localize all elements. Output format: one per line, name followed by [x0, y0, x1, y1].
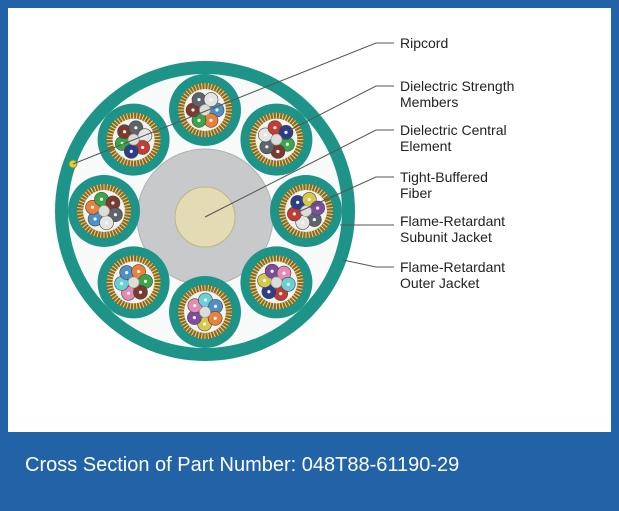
fiber-core: [273, 126, 277, 130]
label-fiber-line1: Tight-Buffered: [400, 169, 488, 185]
fiber-core: [262, 278, 267, 283]
fiber-core: [125, 270, 129, 275]
yarn-texture: [77, 184, 131, 238]
fiber-core: [285, 142, 290, 146]
label-central-line1: Dielectric Central: [400, 122, 507, 138]
label-central-line2: Element: [400, 138, 451, 154]
fiber-core: [193, 304, 197, 308]
subunit: [68, 175, 140, 247]
fiber-core: [203, 298, 208, 302]
label-ripcord: Ripcord: [400, 35, 448, 51]
leader-central: [204, 129, 394, 218]
yarn-texture: [178, 83, 232, 137]
subunits-group: [68, 74, 342, 348]
fiber-core: [270, 269, 274, 273]
fiber-core: [276, 149, 280, 154]
fiber-core: [284, 130, 288, 134]
subunit-center: [127, 276, 140, 289]
subunit: [240, 103, 313, 176]
fiber-core: [265, 145, 269, 149]
caption-text: Cross Section of Part Number: 048T88-611…: [25, 454, 460, 476]
fiber-core: [213, 304, 218, 308]
fiber-core: [301, 220, 305, 225]
caption-bar: Cross Section of Part Number: 048T88-611…: [8, 432, 611, 503]
fiber-core: [113, 213, 118, 217]
fiber-core: [111, 201, 115, 205]
fiber-core: [134, 126, 138, 130]
fiber-core: [99, 197, 104, 201]
fiber-core: [312, 218, 316, 222]
leader-ripcord: [72, 42, 394, 165]
subunit: [97, 246, 170, 319]
subunit: [169, 276, 241, 348]
label-subunit-line1: Flame-Retardant: [400, 213, 505, 229]
yarn-texture: [178, 285, 232, 339]
label-strength-line2: Members: [400, 94, 458, 110]
fiber-core: [137, 269, 141, 274]
fiber-core: [202, 322, 207, 326]
subunit: [240, 246, 313, 319]
fiber-core: [192, 316, 197, 320]
subunit-center: [270, 133, 283, 146]
fiber-core: [292, 212, 296, 216]
fiber-core: [209, 118, 213, 122]
fiber-core: [120, 281, 124, 286]
fiber-core: [263, 133, 267, 137]
fiber-core: [197, 118, 201, 122]
yarn-texture: [279, 184, 333, 238]
fiber-core: [296, 200, 300, 204]
leader-fiber: [295, 176, 394, 214]
fiber-core: [122, 130, 127, 134]
fiber-core: [143, 279, 148, 283]
fiber-core: [213, 316, 217, 320]
fiber-core: [129, 149, 133, 153]
fiber-core: [93, 217, 97, 221]
fiber-core: [138, 290, 143, 294]
fiber-core: [282, 271, 286, 275]
fiber-core: [197, 98, 201, 102]
fiber-core: [267, 290, 271, 294]
label-subunit-line2: Subunit Jacket: [400, 229, 492, 245]
fiber-core: [316, 206, 320, 210]
fiber-core: [104, 221, 109, 225]
subunit-center: [98, 205, 110, 217]
subunit-center: [270, 276, 283, 289]
subunit-center: [199, 306, 211, 318]
subunit: [169, 74, 241, 146]
fiber-core: [307, 197, 311, 202]
fiber-core: [215, 108, 219, 112]
fiber-core: [191, 108, 195, 112]
label-outer-line2: Outer Jacket: [400, 275, 479, 291]
fiber-core: [90, 205, 95, 209]
label-strength-line1: Dielectric Strength: [400, 78, 514, 94]
fiber-core: [126, 291, 131, 295]
leader-outer: [342, 259, 394, 268]
yarn-texture: [249, 112, 304, 167]
fiber-core: [286, 282, 290, 286]
yarn-texture: [106, 255, 161, 310]
fiber-core: [279, 292, 283, 296]
yarn-texture: [249, 255, 304, 310]
label-fiber-line2: Fiber: [400, 185, 432, 201]
label-outer-line1: Flame-Retardant: [400, 259, 505, 275]
leader-lines: [72, 42, 394, 268]
subunit: [270, 175, 342, 247]
leader-strength: [289, 85, 394, 131]
fiber-core: [141, 145, 145, 150]
fiber-core: [209, 98, 213, 102]
